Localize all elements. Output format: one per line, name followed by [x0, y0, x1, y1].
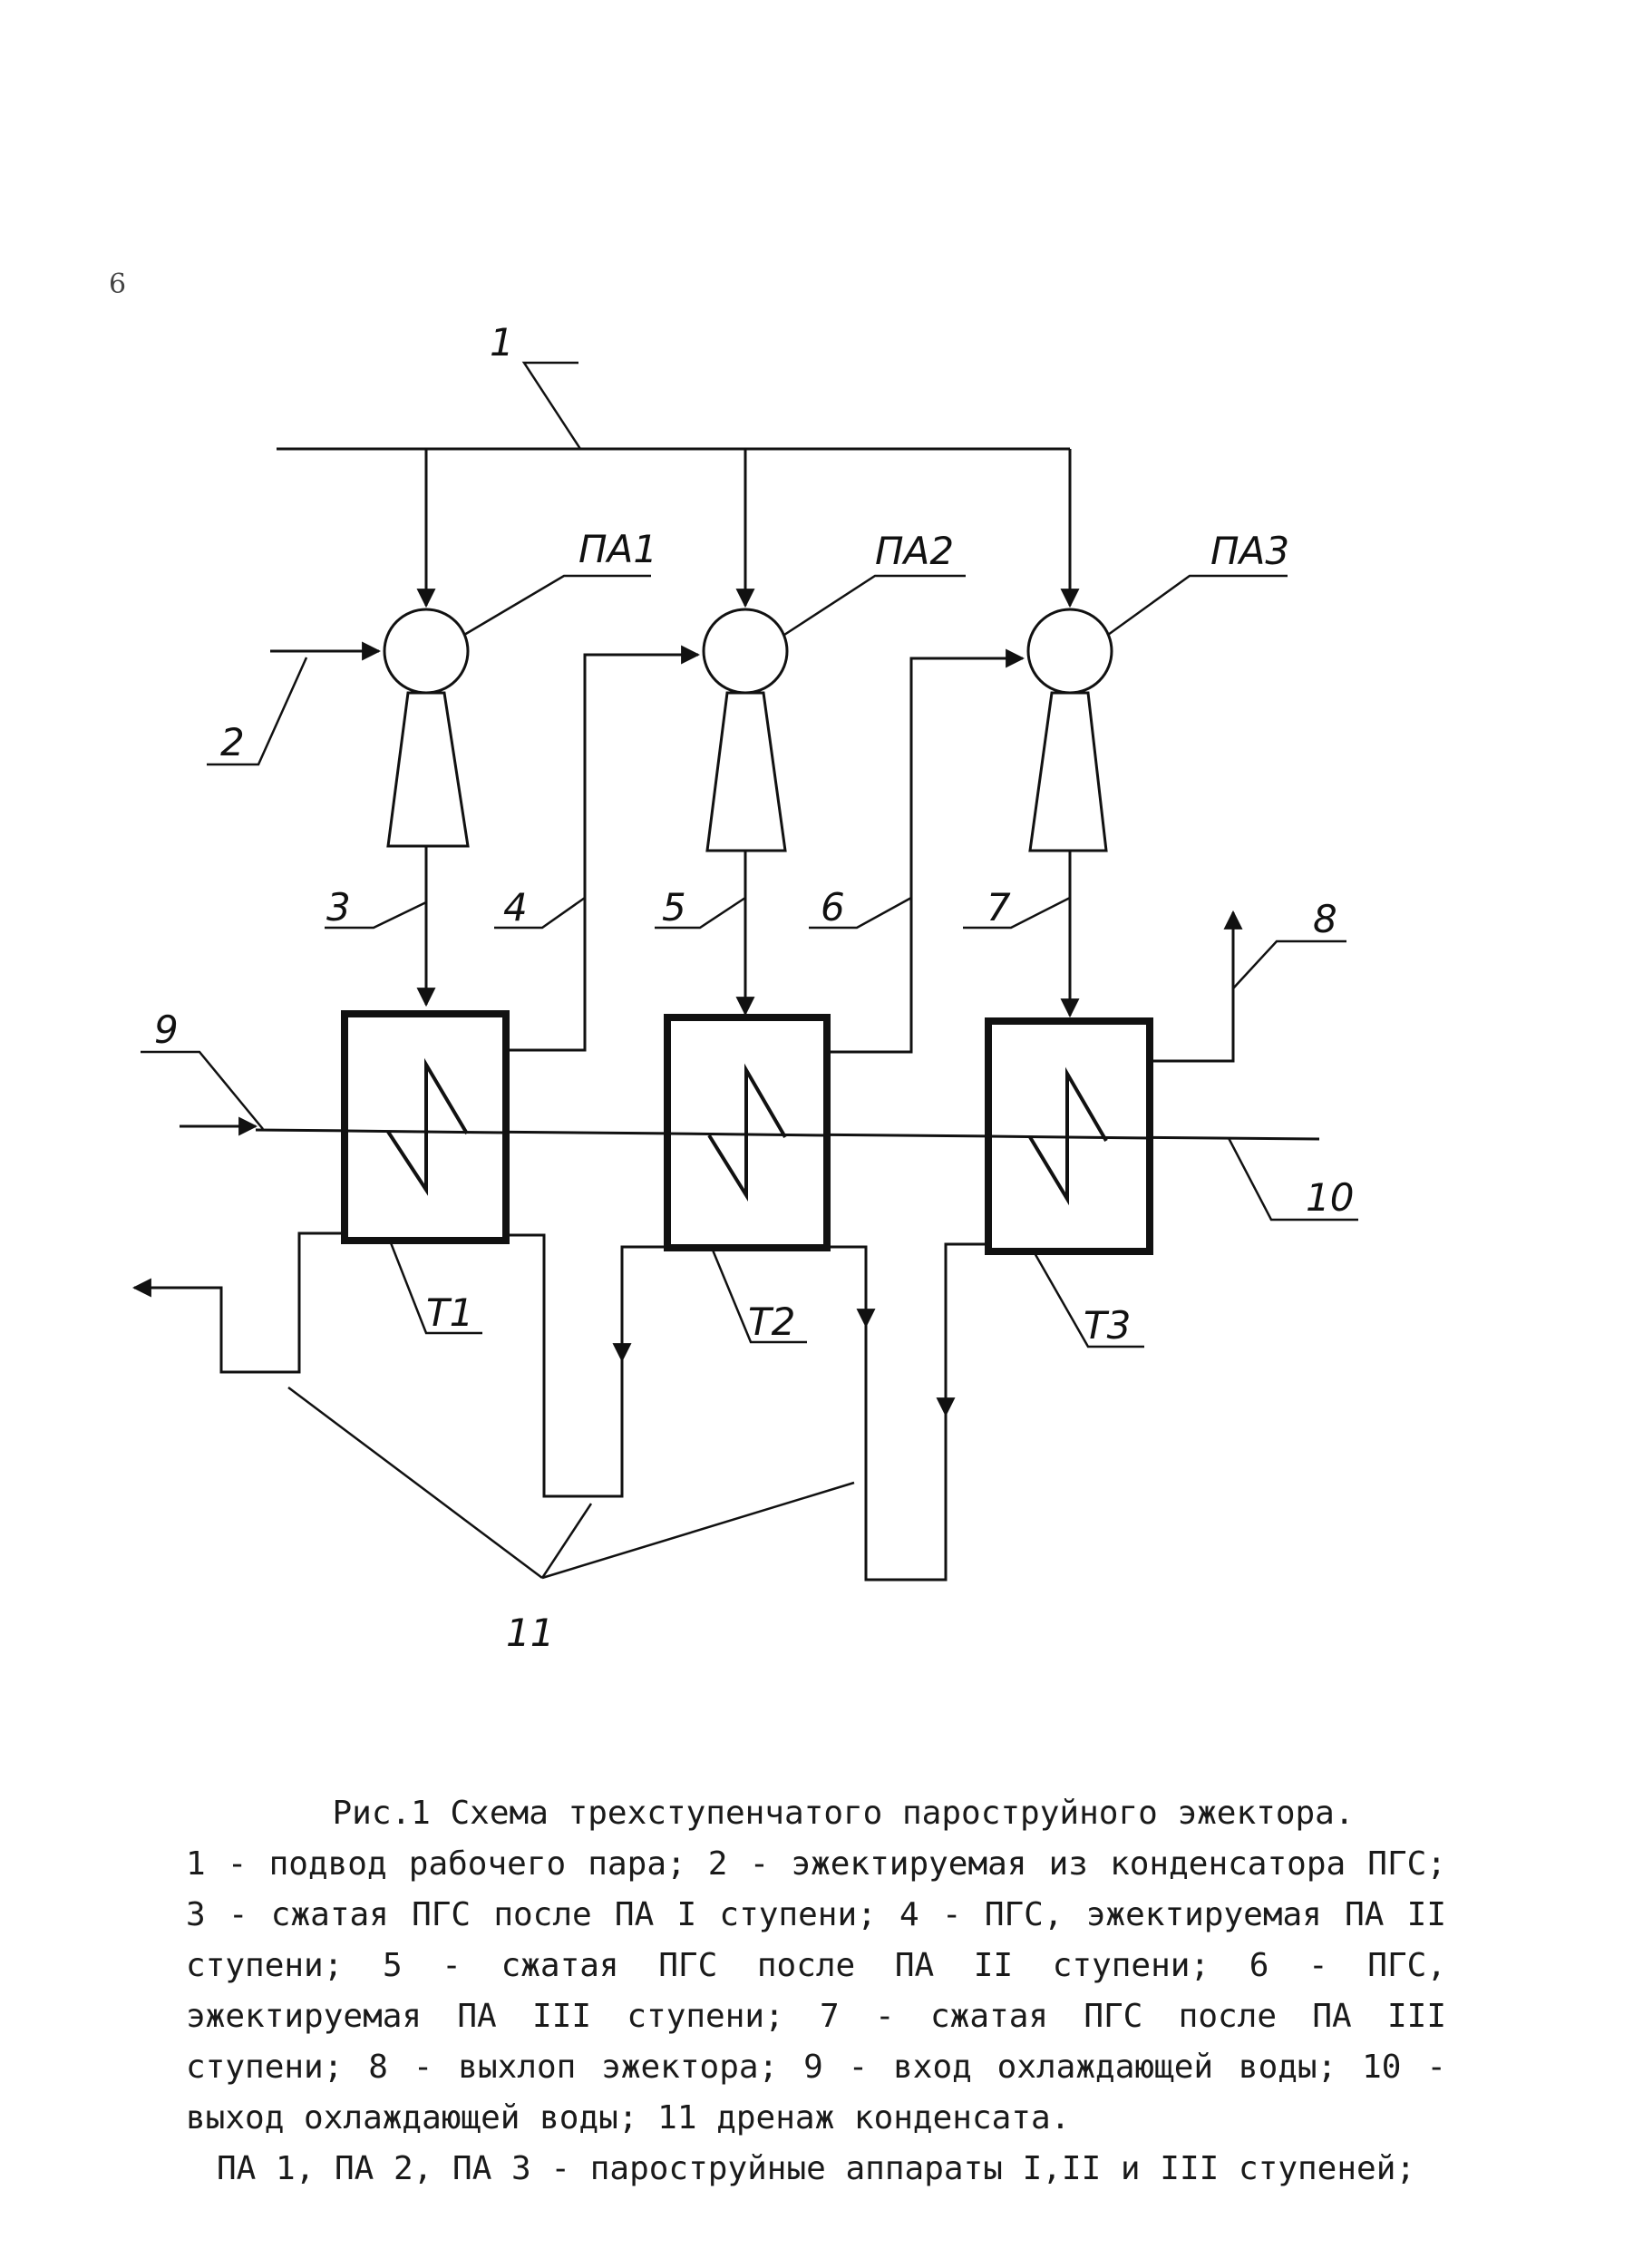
- label-4: 4: [503, 885, 528, 930]
- leader-2: [207, 657, 308, 766]
- caption-footer: ПА 1, ПА 2, ПА 3 - пароструйные аппараты…: [216, 2150, 1416, 2187]
- page-number: 6: [109, 268, 127, 300]
- leader-6: [809, 896, 912, 930]
- leader-5: [655, 896, 746, 930]
- leader-t2: [710, 1247, 807, 1344]
- drain-line-2: [506, 1233, 667, 1498]
- ejector-3-diffuser: [1028, 691, 1108, 852]
- label-t1: Т1: [426, 1290, 473, 1335]
- label-11: 11: [506, 1611, 554, 1655]
- leader-pa1: [463, 574, 651, 637]
- label-t2: Т2: [748, 1299, 795, 1344]
- caption-body: 1 - подвод рабочего пара; 2 - эжектируем…: [186, 1845, 1446, 2137]
- label-pa1: ПА1: [578, 527, 657, 571]
- drain-line-1: [131, 1231, 345, 1374]
- exhaust-line: [1150, 910, 1243, 1063]
- caption-title: Рис.1 Схема трехступенчатого пароструйно…: [332, 1795, 1355, 1832]
- leader-pa2: [783, 574, 966, 637]
- ejector-2-nozzle: [702, 608, 789, 695]
- pgs-line-4: [508, 645, 701, 1052]
- leader-t1: [388, 1240, 482, 1335]
- ejector-2-diffuser: [705, 691, 787, 852]
- figure-caption: Рис.1 Схема трехступенчатого пароструйно…: [186, 1788, 1446, 2195]
- label-pa3: ПА3: [1210, 529, 1289, 573]
- leader-7: [963, 896, 1071, 930]
- label-10: 10: [1306, 1175, 1354, 1220]
- leader-10: [1227, 1137, 1358, 1222]
- leader-3: [325, 900, 427, 930]
- label-6: 6: [821, 885, 845, 930]
- leader-t3: [1032, 1251, 1144, 1348]
- label-pa2: ПА2: [875, 529, 954, 573]
- leader-11-c: [541, 1481, 855, 1580]
- leader-1: [521, 361, 582, 450]
- pgs-line-6: [827, 648, 1025, 1054]
- cooler-3-coil: [1028, 1066, 1108, 1206]
- cooler-1-coil: [386, 1057, 469, 1196]
- label-7: 7: [987, 885, 1011, 930]
- drain-line-3: [827, 1242, 988, 1582]
- cooler-2-coil: [707, 1063, 787, 1202]
- label-t3: Т3: [1084, 1303, 1131, 1348]
- label-2: 2: [220, 720, 245, 764]
- ejector-1-nozzle: [383, 608, 470, 695]
- ejector-1-diffuser: [386, 691, 470, 848]
- label-9: 9: [154, 1007, 179, 1052]
- leader-4: [494, 896, 586, 930]
- label-5: 5: [662, 885, 686, 930]
- leader-9: [141, 1050, 264, 1130]
- leader-pa3: [1107, 574, 1288, 637]
- label-3: 3: [326, 885, 351, 930]
- leader-11-b: [540, 1503, 593, 1579]
- ejector-3-nozzle: [1026, 608, 1113, 695]
- leader-8: [1232, 939, 1346, 989]
- leader-11-a: [287, 1387, 543, 1579]
- label-8: 8: [1313, 897, 1337, 941]
- label-1: 1: [490, 320, 514, 365]
